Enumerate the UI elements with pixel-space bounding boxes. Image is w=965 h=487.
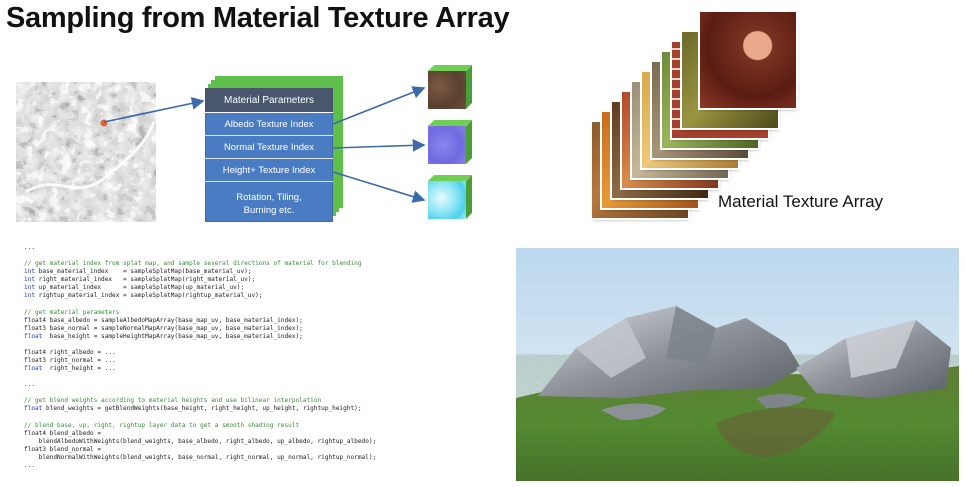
albedo-index-row: Albedo Texture Index — [205, 113, 333, 136]
height-texture-cube — [428, 175, 472, 219]
albedo-texture-cube — [428, 65, 472, 109]
code-line — [24, 301, 474, 309]
code-line: // blend base, up, right, rightup layer … — [24, 422, 474, 430]
code-line: blendAlbedoWithWeights(blend_weights, ba… — [24, 438, 474, 446]
sample-point-dot — [100, 119, 108, 127]
height-arrow — [332, 171, 426, 203]
code-token: blendAlbedoWithWeights(blend_weights, ba… — [24, 437, 377, 445]
code-token: blendNormalWithWeights(blend_weights, ba… — [24, 453, 377, 461]
code-line — [24, 389, 474, 397]
code-token: ... — [24, 381, 36, 389]
code-token: blend_weights = getBlendWeights(base_hei… — [42, 405, 362, 413]
albedo-arrow — [332, 86, 426, 125]
splat-map-image — [16, 82, 156, 222]
code-line: float right_height = ... — [24, 365, 474, 373]
code-token: base_height = sampleHeightMapArray(base_… — [46, 332, 303, 340]
page-title: Sampling from Material Texture Array — [6, 2, 510, 34]
code-line — [24, 414, 474, 422]
code-line: blendNormalWithWeights(blend_weights, ba… — [24, 454, 474, 462]
code-token: right_height = ... — [46, 365, 116, 373]
texture-array-label: Material Texture Array — [718, 192, 884, 211]
code-line: float blend_weights = getBlendWeights(ba… — [24, 405, 474, 413]
code-line: // get blend weights according to materi… — [24, 397, 474, 405]
code-token: int — [24, 276, 36, 284]
code-line: int up_material_index = sampleSplatMap(u… — [24, 284, 474, 292]
material-texture-array — [590, 10, 810, 220]
code-token: float4 blend_albedo = — [24, 429, 102, 437]
code-token: ... — [24, 461, 36, 469]
code-token: float — [24, 332, 47, 340]
rotation-line-1: Rotation, Tiling, — [236, 192, 302, 203]
code-line: int right_material_index = sampleSplatMa… — [24, 276, 474, 284]
texture-layer — [700, 12, 796, 108]
code-token: float — [24, 405, 43, 413]
code-token: float3 base_normal = sampleNormalMapArra… — [24, 324, 303, 332]
rotation-tiling-row: Rotation, Tiling, Burning etc. — [205, 182, 333, 226]
code-token: float4 right_albedo = ... — [24, 348, 116, 356]
code-token: rightup_material_index = sampleSplatMap(… — [35, 292, 263, 300]
code-token: // get material parameters — [24, 308, 120, 316]
height-index-row: Height+ Texture Index — [205, 159, 333, 182]
code-line: // get material parameters — [24, 309, 474, 317]
code-token: up_material_index = sampleSplatMap(up_ma… — [35, 284, 245, 292]
code-line: ... — [24, 381, 474, 389]
code-line: float3 right_normal = ... — [24, 357, 474, 365]
code-line: float4 blend_albedo = — [24, 430, 474, 438]
code-token: int — [24, 284, 36, 292]
code-line — [24, 341, 474, 349]
code-token: ... — [24, 244, 36, 251]
code-line: int rightup_material_index = sampleSplat… — [24, 292, 474, 300]
code-token: int — [24, 268, 36, 276]
normal-texture-cube — [428, 120, 472, 164]
code-line — [24, 252, 474, 260]
code-line: float4 base_albedo = sampleAlbedoMapArra… — [24, 317, 474, 325]
code-line: ... — [24, 244, 474, 252]
code-line: float3 blend_normal = — [24, 446, 474, 454]
rotation-line-2: Burning etc. — [243, 205, 295, 216]
terrain-render-image — [516, 248, 959, 481]
code-line: float base_height = sampleHeightMapArray… — [24, 333, 474, 341]
code-token: float4 base_albedo = sampleAlbedoMapArra… — [24, 316, 303, 324]
code-token: float — [24, 365, 47, 373]
normal-arrow — [332, 138, 426, 152]
code-line: ... — [24, 462, 474, 470]
code-token: right_material_index = sampleSplatMap(ri… — [35, 276, 256, 284]
code-token: // blend base, up, right, rightup layer … — [24, 421, 300, 429]
panel-header: Material Parameters — [205, 88, 333, 113]
normal-index-row: Normal Texture Index — [205, 136, 333, 159]
code-line: int base_material_index = sampleSplatMap… — [24, 268, 474, 276]
code-line: // get material index from splat map, an… — [24, 260, 474, 268]
code-token: float3 blend_normal = — [24, 445, 102, 453]
shader-code-block: ... // get material index from splat map,… — [24, 244, 474, 470]
code-line — [24, 373, 474, 381]
code-line: float4 right_albedo = ... — [24, 349, 474, 357]
code-token: int — [24, 292, 36, 300]
material-parameters-panel: Material Parameters Albedo Texture Index… — [205, 88, 333, 222]
code-line: float3 base_normal = sampleNormalMapArra… — [24, 325, 474, 333]
code-token: float3 right_normal = ... — [24, 357, 116, 365]
code-token: // get blend weights according to materi… — [24, 397, 322, 405]
code-token: base_material_index = sampleSplatMap(bas… — [35, 268, 252, 276]
code-token: // get material index from splat map, an… — [24, 260, 362, 268]
